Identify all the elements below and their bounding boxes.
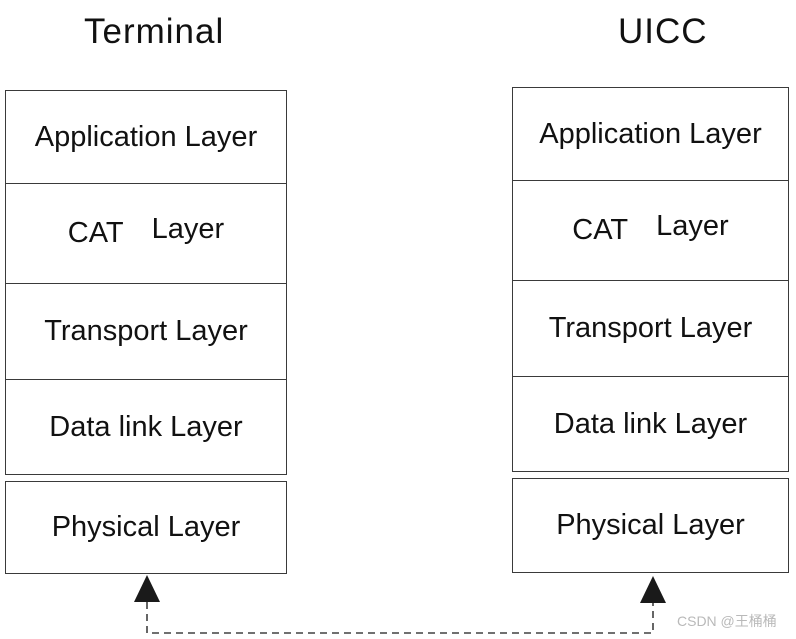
terminal-application-layer: Application Layer	[6, 91, 286, 184]
right-up-arrow-icon	[640, 576, 666, 603]
terminal-physical-layer-label: Physical Layer	[51, 511, 241, 543]
uicc-transport-layer: Transport Layer	[513, 281, 788, 377]
terminal-column-title: Terminal	[84, 12, 225, 51]
watermark-text: CSDN @王桶桶	[677, 613, 777, 629]
uicc-cat-layer-word: Layer	[656, 210, 729, 242]
left-up-arrow-icon	[134, 575, 160, 602]
uicc-datalink-layer: Data link Layer	[513, 377, 788, 471]
uicc-stack-box: Application Layer CAT Layer Transport La…	[512, 87, 789, 472]
uicc-cat-layer: CAT Layer	[513, 181, 788, 281]
terminal-cat-layer: CAT Layer	[6, 184, 286, 284]
terminal-transport-layer-label: Transport Layer	[44, 315, 248, 347]
uicc-cat-word: CAT	[572, 214, 629, 246]
dashed-connector-line	[146, 602, 654, 634]
terminal-stack-box: Application Layer CAT Layer Transport La…	[5, 90, 287, 475]
terminal-datalink-layer-label: Data link Layer	[49, 410, 243, 443]
uicc-physical-layer-label: Physical Layer	[556, 509, 745, 541]
terminal-datalink-layer: Data link Layer	[6, 380, 286, 474]
uicc-application-layer-label: Application Layer	[539, 117, 762, 150]
terminal-cat-word: CAT	[67, 217, 124, 249]
terminal-transport-layer: Transport Layer	[6, 284, 286, 380]
uicc-transport-layer-label: Transport Layer	[548, 312, 753, 344]
uicc-datalink-layer-label: Data link Layer	[553, 407, 748, 440]
uicc-application-layer: Application Layer	[513, 88, 788, 181]
terminal-application-layer-label: Application Layer	[34, 120, 258, 153]
terminal-physical-layer: Physical Layer	[5, 481, 287, 574]
uicc-physical-layer: Physical Layer	[512, 478, 789, 573]
terminal-cat-layer-word: Layer	[151, 213, 225, 245]
uicc-column-title: UICC	[618, 12, 708, 51]
